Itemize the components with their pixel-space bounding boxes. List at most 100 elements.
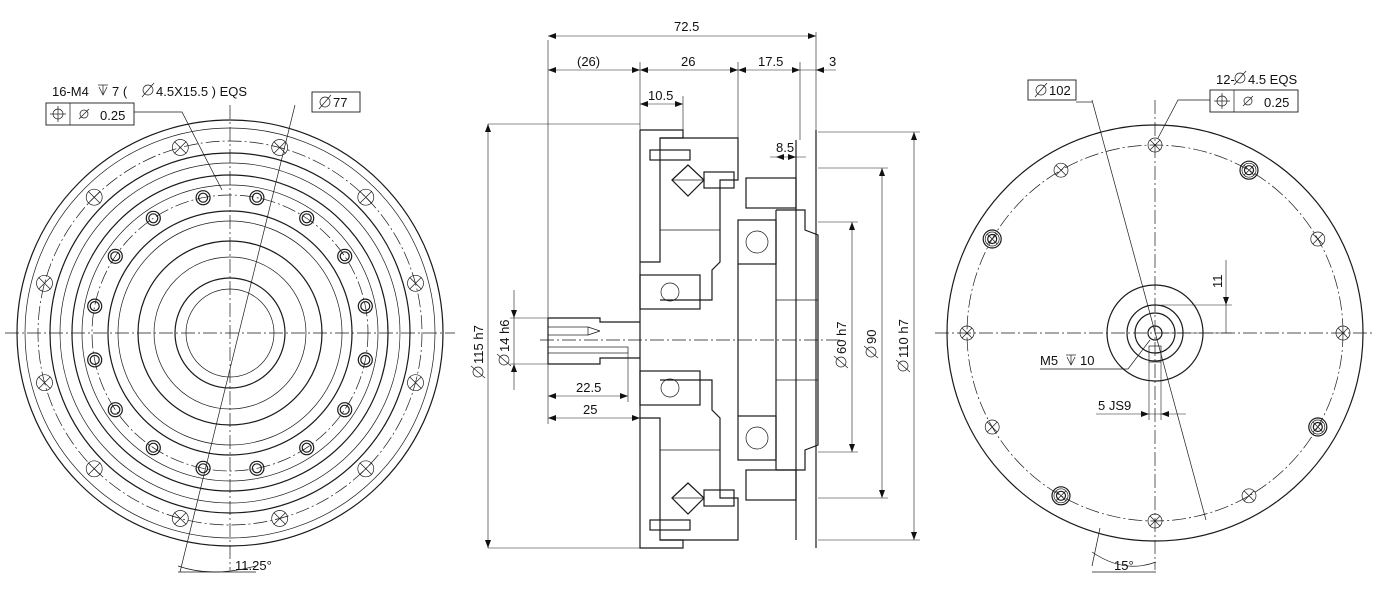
segment-17-5: 17.5: [758, 54, 783, 69]
left-tapped-hole: [249, 460, 265, 476]
left-tolerance-frame: 0.25: [45, 102, 135, 126]
thread-callout: M5: [1040, 353, 1058, 368]
left-outer-hole: [357, 188, 375, 206]
hole-callout-leader: [134, 111, 223, 191]
right-through-hole: [984, 419, 1000, 435]
upper-wave-bearing: [737, 219, 777, 265]
diameter-symbol-callout-right: [1233, 70, 1247, 86]
key-callout: 5 JS9: [1098, 398, 1131, 413]
right-tolerance-frame: 0.25: [1209, 89, 1299, 113]
right-through-hole: [1147, 137, 1163, 153]
right-screw-head: [1051, 486, 1071, 506]
dia-90: 90: [864, 330, 879, 344]
right-angle: 15°: [1114, 558, 1134, 573]
keyway: [547, 346, 629, 354]
dia-14-label: 14 h6: [496, 319, 512, 367]
left-callout-holes: 16-M4: [52, 84, 89, 99]
left-callout-size: 4.5X15.5 ) EQS: [156, 84, 247, 99]
dim-10-5: 10.5: [648, 88, 673, 103]
input-flange-outline: [639, 130, 684, 549]
right-through-hole: [959, 325, 975, 341]
lower-wave-block: [745, 469, 797, 501]
left-tapped-hole: [87, 298, 103, 314]
left-tapped-hole: [87, 352, 103, 368]
left-tapped-hole: [357, 298, 373, 314]
right-screw-head: [1308, 417, 1328, 437]
right-rear-view: 11 M5 10 5 JS9 102 12-: [935, 70, 1375, 573]
right-through-hole: [1310, 231, 1326, 247]
dia-60-label: 60 h7: [833, 321, 849, 369]
dia-90-label: 90: [863, 330, 879, 359]
right-pitch-diameter: 102: [1049, 83, 1071, 98]
lower-wave-bearing: [737, 415, 777, 461]
thread-leader: [1040, 339, 1151, 370]
len-25: 25: [583, 402, 597, 417]
upper-input-bearing: [639, 274, 701, 310]
right-through-hole: [1310, 419, 1326, 435]
right-through-hole: [1053, 488, 1069, 504]
tapped-hole: [547, 326, 589, 336]
depth-symbol-left: [98, 84, 108, 96]
left-tapped-hole: [299, 210, 315, 226]
upper-through-bolt: [649, 149, 691, 161]
left-tapped-hole: [357, 352, 373, 368]
upper-screw: [703, 171, 735, 189]
left-tapped-hole: [145, 210, 161, 226]
left-outer-hole: [85, 188, 103, 206]
left-tolerance-value: 0.25: [100, 108, 125, 123]
side-section-view: 72.5 (26) 26 17.5 3 10.5 8.5: [470, 19, 920, 549]
diameter-icon: [79, 109, 89, 119]
left-outer-hole: [407, 374, 424, 392]
left-tapped-hole: [145, 440, 161, 456]
lower-input-bearing: [639, 370, 701, 406]
left-front-view: 16-M4 7 ( 4.5X15.5 ) EQS 0.25: [5, 82, 455, 573]
pitch-diameter-leader: [179, 104, 296, 573]
dia-110-label: 110 h7: [895, 319, 911, 373]
right-pitch-diameter-box: 102: [1027, 79, 1077, 101]
diameter-symbol-callout-left: [141, 82, 155, 98]
angle-arc-right: [1091, 551, 1157, 567]
left-tapped-hole: [107, 248, 123, 264]
right-through-hole: [1147, 513, 1163, 529]
right-tolerance-value: 0.25: [1264, 95, 1289, 110]
right-screw-head: [1239, 160, 1259, 180]
output-hub: [776, 209, 819, 471]
lower-through-bolt: [649, 519, 691, 531]
shaft-top: [548, 317, 640, 323]
left-outer-hole: [171, 510, 189, 527]
dia-14: 14 h6: [497, 319, 512, 352]
left-outer-hole: [36, 274, 53, 292]
upper-wave-block: [745, 177, 797, 209]
body-lower: [660, 379, 739, 541]
thread-depth: 10: [1080, 353, 1094, 368]
left-outer-hole: [171, 139, 189, 156]
right-hole-leader: [1157, 99, 1210, 139]
left-outer-hole: [271, 139, 289, 156]
right-through-hole: [1335, 325, 1351, 341]
left-outer-hole: [271, 510, 289, 527]
lower-screw: [703, 489, 735, 507]
left-callout-depth: 7 (: [112, 84, 128, 99]
left-tapped-hole: [249, 190, 265, 206]
left-tapped-hole: [337, 402, 353, 418]
lower-cross-roller: [671, 482, 705, 515]
upper-cross-roller: [671, 164, 705, 197]
left-angle: 11.25°: [235, 558, 272, 573]
left-tapped-hole: [107, 402, 123, 418]
dia-115: 115 h7: [471, 325, 486, 364]
right-through-hole: [1241, 162, 1257, 178]
right-pitch-leader: [1091, 99, 1207, 521]
shaft-bottom: [548, 357, 640, 365]
right-screw-head: [982, 229, 1002, 249]
left-tapped-hole: [299, 440, 315, 456]
body-upper: [660, 137, 739, 301]
len-22-5: 22.5: [576, 380, 601, 395]
left-outer-hole: [85, 460, 103, 478]
right-callout-size: 4.5 EQS: [1248, 72, 1297, 87]
left-pitch-diameter-box: 77: [311, 91, 361, 113]
right-through-hole: [1241, 488, 1257, 504]
depth-symbol-right: [1066, 354, 1076, 366]
dia-110: 110 h7: [896, 319, 911, 358]
left-tapped-hole: [337, 248, 353, 264]
